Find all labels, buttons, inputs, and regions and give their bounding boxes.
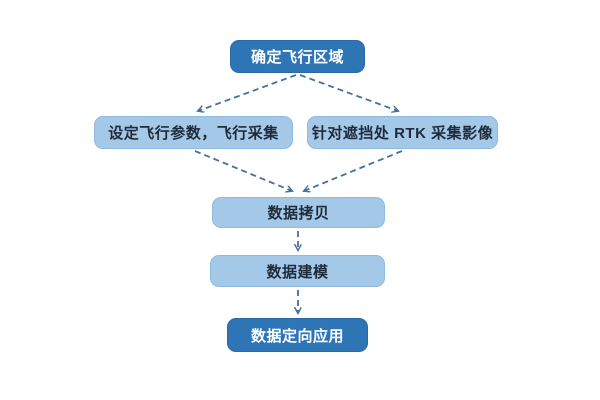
flow-node-data-copy: 数据拷贝 [212, 197, 385, 228]
arrow-define-to-params [198, 74, 297, 111]
flow-node-label: 确定飞行区域 [250, 49, 344, 66]
flow-node-rtk-capture: 针对遮挡处 RTK 采集影像 [307, 116, 498, 149]
flow-node-label: 设定飞行参数，飞行采集 [108, 125, 279, 142]
flow-node-label: 针对遮挡处 RTK 采集影像 [311, 125, 494, 142]
arrow-define-to-rtk [299, 74, 398, 111]
flow-node-define-flight-area: 确定飞行区域 [230, 40, 365, 73]
flow-node-label: 数据拷贝 [267, 205, 330, 222]
flow-node-set-flight-params: 设定飞行参数，飞行采集 [94, 116, 293, 149]
flow-node-data-modeling: 数据建模 [210, 255, 385, 287]
arrow-params-to-copy [194, 150, 292, 191]
flow-node-label: 数据建模 [266, 263, 329, 281]
arrow-rtk-to-copy [304, 150, 403, 191]
flow-node-data-application: 数据定向应用 [227, 318, 368, 352]
flow-node-label: 数据定向应用 [250, 327, 344, 345]
